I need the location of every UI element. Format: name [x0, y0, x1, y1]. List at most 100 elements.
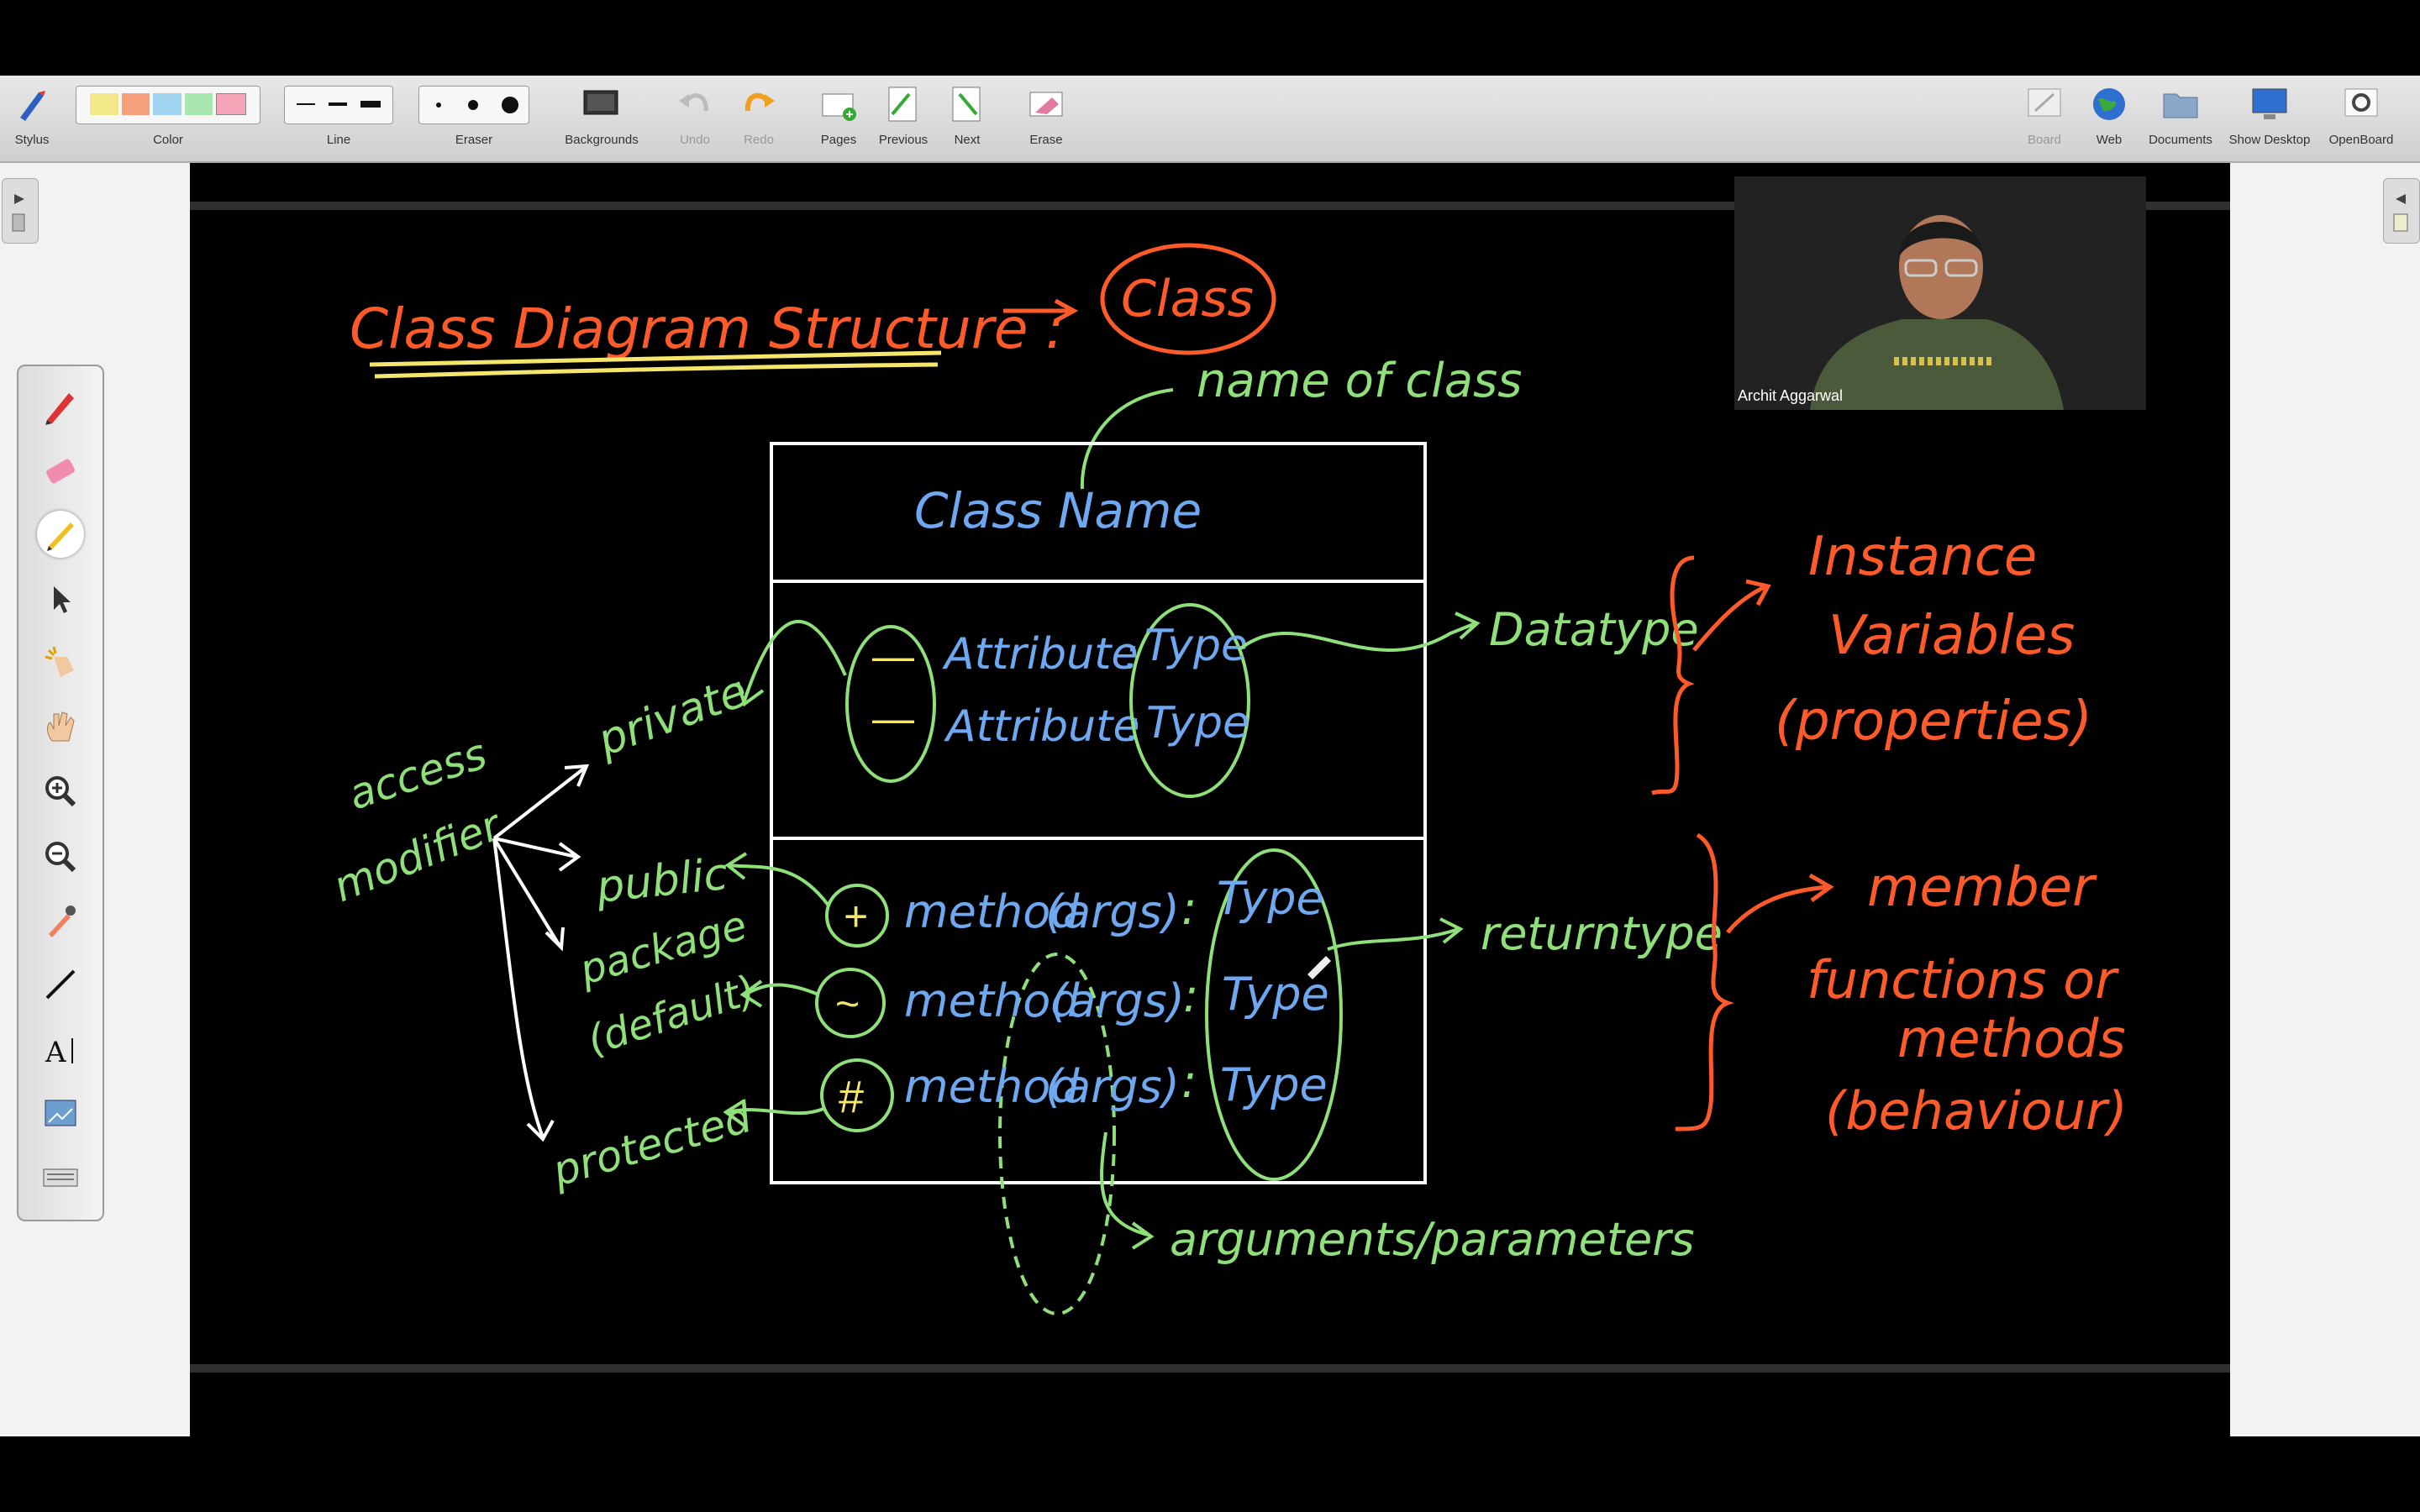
hand-icon[interactable]	[37, 704, 84, 751]
class-diagram-drawing: Class Diagram Structure : Class name of …	[327, 243, 2128, 1315]
line-thin-icon[interactable]	[297, 103, 315, 105]
pages-button[interactable]: Pages	[813, 76, 864, 161]
folder-icon	[2163, 93, 2198, 118]
zoom-out-icon[interactable]	[37, 833, 84, 880]
pointer-icon[interactable]	[37, 576, 84, 623]
datatype-label: Datatype	[1489, 603, 1699, 656]
private-connector	[736, 619, 847, 707]
eraser-medium-icon[interactable]	[468, 100, 478, 110]
presenter-name: Archit Aggarwal	[1738, 387, 1844, 404]
expand-left-icon	[2393, 194, 2408, 232]
right-panel-toggle[interactable]	[2383, 178, 2420, 244]
undo-icon	[679, 93, 708, 112]
keyboard-icon[interactable]	[37, 1154, 84, 1201]
web-button[interactable]: Web	[2086, 76, 2133, 161]
returntype-label: returntype	[1481, 907, 1723, 960]
pages-icon	[822, 93, 856, 121]
method-2: method	[904, 974, 1080, 1027]
hash-symbol: #	[839, 1072, 864, 1122]
member-arrow	[1726, 873, 1834, 934]
documents-button[interactable]: Documents	[2143, 76, 2218, 161]
method-colon-2: :	[1183, 969, 1198, 1022]
show-desktop-button[interactable]: Show Desktop	[2225, 76, 2314, 161]
color-swatch-pink[interactable]	[216, 93, 246, 115]
public-connector	[724, 852, 830, 907]
color-swatch-orange[interactable]	[121, 93, 150, 115]
line-medium-icon[interactable]	[329, 102, 347, 106]
capture-icon[interactable]	[37, 1090, 84, 1137]
args-dashed-oval	[998, 953, 1116, 1315]
arrow-to-package	[492, 837, 565, 952]
tilde-symbol: ~	[835, 980, 860, 1027]
stylus-button[interactable]: Stylus	[5, 76, 59, 161]
name-of-class-label: name of class	[1197, 354, 1522, 408]
backgrounds-button[interactable]: Backgrounds	[558, 76, 645, 161]
board-top-border	[190, 202, 2230, 210]
openboard-button[interactable]: OpenBoard	[2321, 76, 2402, 161]
title-underline-2	[374, 362, 939, 379]
method-1: method	[904, 885, 1080, 938]
line-thick-icon[interactable]	[360, 101, 381, 108]
member-label-3: methods	[1897, 1008, 2126, 1069]
eraser-large-icon[interactable]	[502, 97, 518, 113]
color-swatch-green[interactable]	[184, 93, 213, 115]
instance-label-3: (properties)	[1775, 690, 2092, 753]
member-label-1: member	[1867, 857, 2097, 919]
instance-arrow	[1692, 579, 1771, 652]
left-panel-toggle[interactable]	[2, 178, 39, 244]
line-widths	[284, 86, 393, 124]
attr-marker-1: —	[872, 633, 914, 680]
backgrounds-icon	[583, 90, 618, 115]
gear-icon	[2344, 88, 2378, 117]
attr-modifier-oval	[845, 625, 936, 783]
attr-type-oval	[1129, 603, 1250, 798]
toolbar: Stylus Color Line Eraser	[0, 76, 2420, 163]
text-icon[interactable]: A	[37, 1026, 84, 1074]
name-of-class-arrow	[1080, 388, 1174, 490]
eraser-button[interactable]: Eraser	[417, 76, 531, 161]
attr-marker-2: —	[872, 695, 914, 742]
color-swatch-blue[interactable]	[153, 93, 182, 115]
next-icon	[952, 87, 981, 122]
erase-button[interactable]: Erase	[1023, 76, 1069, 161]
right-panel	[2230, 163, 2420, 1436]
protected-connector	[723, 1099, 824, 1127]
webcam-overlay: Archit Aggarwal	[1734, 176, 2146, 410]
zoom-in-icon[interactable]	[37, 768, 84, 815]
board-icon	[2028, 88, 2061, 117]
line-icon[interactable]	[37, 961, 84, 1008]
laser-icon[interactable]	[37, 640, 84, 687]
instance-brace	[1651, 555, 1695, 795]
pipette-icon[interactable]	[37, 897, 84, 944]
args-3: (args)	[1045, 1060, 1180, 1113]
eraser-small-icon[interactable]	[436, 102, 441, 108]
presenter-video	[1734, 176, 2146, 410]
return-type-3: Type	[1220, 1058, 1328, 1111]
previous-button[interactable]: Previous	[872, 76, 934, 161]
return-type-oval	[1205, 848, 1343, 1181]
stylus-icon	[20, 91, 45, 121]
eraser-sizes	[418, 86, 529, 124]
svg-text:A: A	[45, 1036, 66, 1069]
arguments-label: arguments/parameters	[1170, 1213, 1695, 1266]
color-button[interactable]: Color	[74, 76, 262, 161]
attribute-2: Attribute	[944, 701, 1140, 752]
color-swatch-yellow[interactable]	[90, 93, 118, 115]
eraser-icon[interactable]	[37, 447, 84, 494]
next-button[interactable]: Next	[944, 76, 990, 161]
title-underline-1	[369, 350, 942, 367]
arrow-to-public	[493, 837, 581, 872]
member-brace	[1675, 832, 1734, 1131]
pen-cursor-icon	[1307, 956, 1331, 979]
line-button[interactable]: Line	[282, 76, 395, 161]
highlighter-icon[interactable]	[37, 511, 84, 558]
tilde-circle	[815, 968, 886, 1038]
undo-button[interactable]: Undo	[672, 76, 718, 161]
plus-circle	[825, 884, 889, 948]
pen-icon[interactable]	[37, 383, 84, 430]
redo-button[interactable]: Redo	[736, 76, 781, 161]
public-label: public	[593, 849, 730, 913]
board-button[interactable]: Board	[2020, 76, 2069, 161]
method-colon-1: :	[1181, 882, 1197, 935]
modifier-label: modifier	[327, 800, 510, 911]
